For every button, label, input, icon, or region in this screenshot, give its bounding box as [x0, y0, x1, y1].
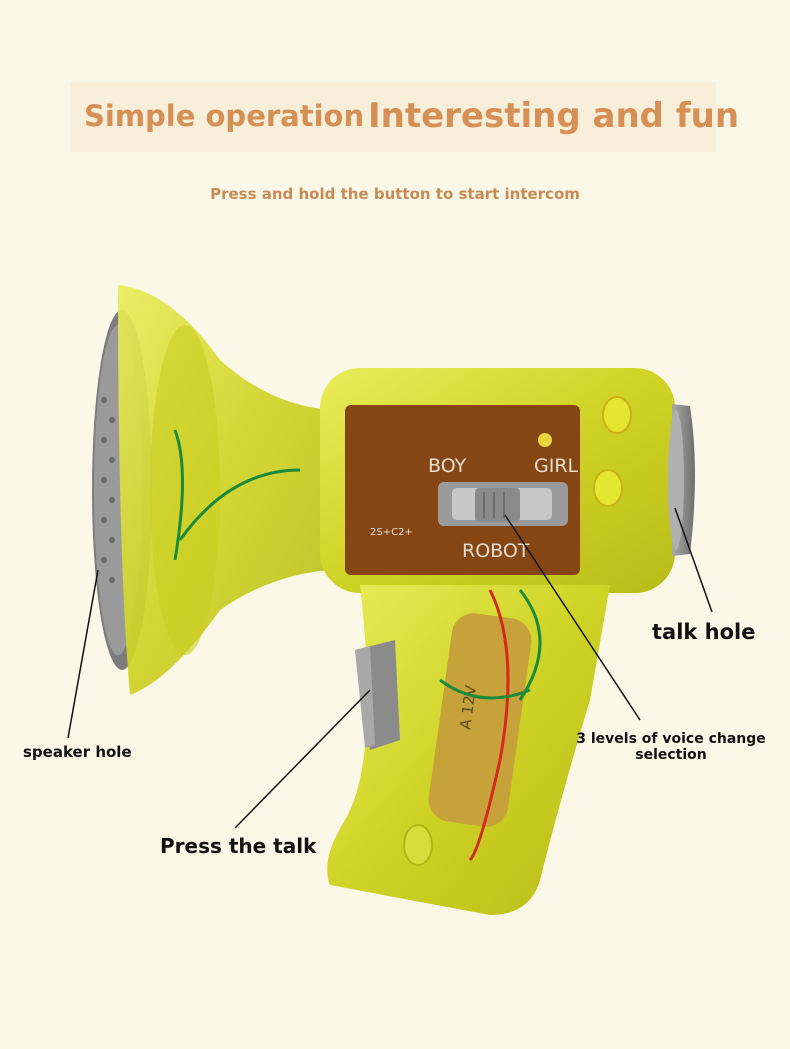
- talk-button[interactable]: [355, 640, 400, 750]
- title-band: [70, 82, 716, 152]
- battery: A 12V: [428, 613, 532, 827]
- callout-voice-levels: 3 levels of voice change selection: [576, 731, 766, 763]
- page-title-right: Interesting and fun: [368, 96, 740, 136]
- speaker-hole-pointer: [67, 569, 99, 739]
- callout-press-talk: Press the talk: [160, 834, 317, 858]
- voice-switch[interactable]: [438, 482, 568, 526]
- switch-label-robot: ROBOT: [462, 540, 530, 562]
- talk-hole-cap: [668, 404, 695, 556]
- voice-switch-pointer: [504, 514, 641, 721]
- page-title-left: Simple operation: [84, 99, 365, 133]
- callout-talk-hole: talk hole: [652, 620, 756, 644]
- page-subtitle: Press and hold the button to start inter…: [210, 185, 580, 203]
- horn-bell: [118, 285, 330, 695]
- callout-speaker-hole: speaker hole: [23, 743, 132, 761]
- pcb-code: 2S+C2+: [370, 527, 413, 538]
- talk-hole-pointer: [674, 507, 713, 613]
- switch-label-boy: BOY: [428, 455, 467, 477]
- talk-button-pointer: [234, 689, 371, 829]
- switch-label-girl: GIRL: [534, 455, 579, 477]
